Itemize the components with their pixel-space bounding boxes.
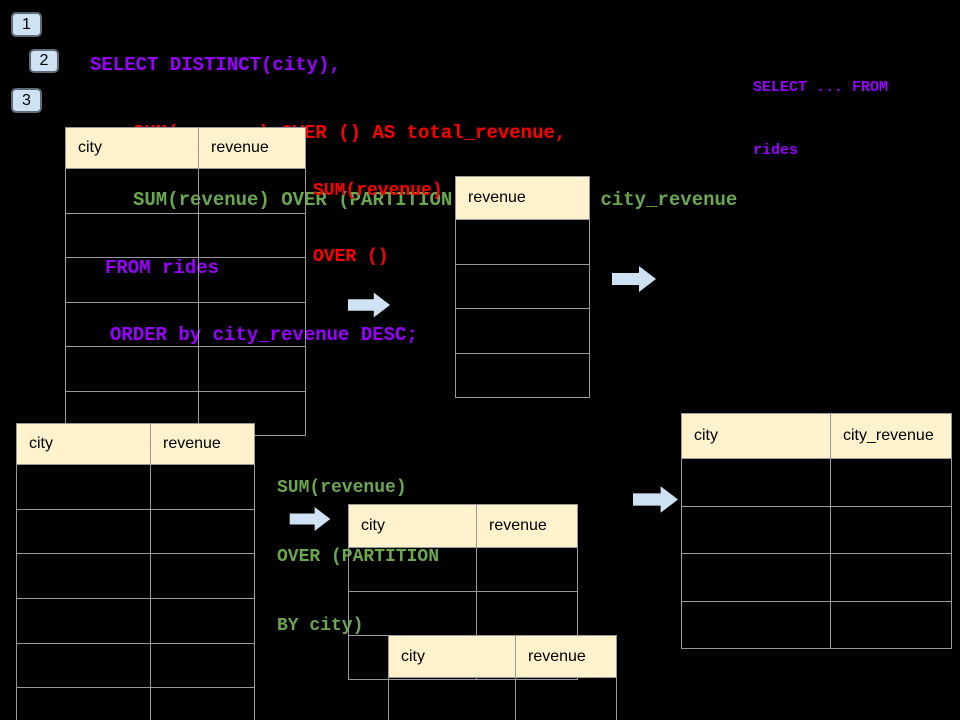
empty-cell [16,642,151,689]
column-header: revenue [515,635,617,678]
side-note: SELECT ... FROM rides [753,35,888,203]
table-row [16,553,255,600]
empty-cell [150,464,255,510]
empty-cell [198,301,306,347]
annotation-line: SUM(revenue) [313,181,443,201]
empty-cell [150,553,255,600]
column-header: revenue [150,423,255,465]
flow-arrow-total-out-icon [612,266,656,292]
side-note-line: rides [753,142,799,159]
empty-cell [150,598,255,644]
empty-cell [515,677,617,720]
table-row [681,458,952,507]
empty-cell [150,508,255,555]
step-badge-1: 1 [11,12,42,37]
column-header: revenue [198,127,306,169]
empty-cell [16,687,151,720]
empty-cell [198,168,306,214]
empty-cell [198,257,306,303]
annotation-line: SUM(revenue) [277,478,407,498]
empty-cell [150,642,255,689]
table-row [681,553,952,602]
empty-cell [65,301,199,347]
table-header-row: revenue [455,176,590,220]
table-row [65,257,306,303]
table-row [348,591,578,636]
empty-cell [681,600,831,649]
empty-cell [198,346,306,392]
flow-arrow-partition-icon [289,507,331,531]
empty-cell [455,263,590,309]
flow-arrow-total-icon [348,292,390,318]
table-row [681,505,952,554]
table-row [16,598,255,644]
table-row [16,508,255,555]
step-badge-3: 3 [11,88,42,113]
empty-cell [476,547,578,592]
column-header: city [16,423,151,465]
empty-cell [388,677,516,720]
table-row [455,352,590,398]
table-row [455,308,590,354]
table-row [16,687,255,720]
empty-cell [455,308,590,354]
empty-cell [65,257,199,303]
empty-cell [830,553,952,602]
empty-cell [348,547,477,592]
table-row [681,600,952,649]
table-row [16,642,255,689]
empty-cell [455,352,590,398]
annotation-total-revenue: SUM(revenue) OVER () [313,136,443,312]
sql-line-select: SELECT DISTINCT(city), [90,54,341,76]
table-row [65,212,306,258]
column-header: city [388,635,516,678]
table-row [65,301,306,347]
column-header: revenue [476,504,578,548]
empty-cell [681,553,831,602]
empty-cell [65,346,199,392]
empty-cell [198,212,306,258]
table-total-revenue-result: revenue [455,176,590,398]
annotation-line: OVER () [313,247,389,267]
table-row [348,547,578,592]
empty-cell [16,508,151,555]
empty-cell [681,505,831,554]
table-row [65,346,306,392]
empty-cell [16,598,151,644]
table-row [455,219,590,265]
column-header: revenue [455,176,590,220]
empty-cell [65,168,199,214]
table-row [455,263,590,309]
empty-cell [16,464,151,510]
table-row [65,168,306,214]
empty-cell [65,212,199,258]
column-header: city [681,413,831,459]
empty-cell [455,219,590,265]
empty-cell [830,458,952,507]
column-header: city [65,127,199,169]
empty-cell [150,687,255,720]
empty-cell [476,591,578,636]
empty-cell [681,458,831,507]
empty-cell [830,505,952,554]
side-note-line: SELECT ... FROM [753,79,889,96]
table-row [16,464,255,510]
column-header: city [348,504,477,548]
step-badge-2: 2 [29,49,59,73]
column-header: city_revenue [830,413,952,459]
flow-arrow-result-icon [633,486,678,513]
empty-cell [16,553,151,600]
empty-cell [348,591,477,636]
table-row [388,677,617,720]
empty-cell [830,600,952,649]
